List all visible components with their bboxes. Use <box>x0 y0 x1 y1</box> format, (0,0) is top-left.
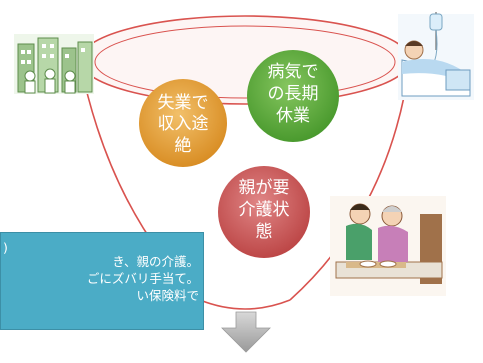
circle-parent-care: 親が要 介護状 態 <box>218 166 310 258</box>
down-arrow-icon <box>221 311 271 353</box>
note-line-4: い保険料で <box>136 288 199 303</box>
funnel-rim-inner <box>94 25 396 99</box>
circle-parent-care-line-2: 介護状 <box>239 200 290 220</box>
circle-parent-care-line-3: 態 <box>256 222 273 242</box>
note-line-2: き、親の介護。 <box>112 254 199 269</box>
circle-long-illness-line-1: 病気で <box>268 62 319 82</box>
circle-long-illness-shape <box>247 50 339 142</box>
circle-unemployment: 失業で 収入途 絶 <box>139 79 227 167</box>
circle-unemployment-line-3: 絶 <box>175 136 192 156</box>
circle-unemployment-line-2: 収入途 <box>158 114 209 134</box>
circle-parent-care-line-1: 親が要 <box>239 178 290 198</box>
funnel-neck <box>199 299 291 310</box>
funnel-rim <box>79 15 411 105</box>
office-buildings-illustration <box>14 34 94 94</box>
circle-long-illness: 病気で の長期 休業 <box>247 50 339 142</box>
note-line-1: ) <box>3 240 8 255</box>
note-line-3: ごにズバリ手当て。 <box>86 271 199 286</box>
circle-long-illness-line-3: 休業 <box>276 106 310 126</box>
circle-unemployment-shape <box>139 79 227 167</box>
hospital-patient-illustration <box>398 12 474 100</box>
circle-long-illness-line-2: の長期 <box>268 84 319 104</box>
note-box: ) き、親の介護。 ごにズバリ手当て。 い保険料で <box>0 232 204 330</box>
circle-parent-care-shape <box>218 166 310 258</box>
circle-unemployment-line-1: 失業で <box>158 93 209 113</box>
caregiver-illustration <box>330 196 446 296</box>
